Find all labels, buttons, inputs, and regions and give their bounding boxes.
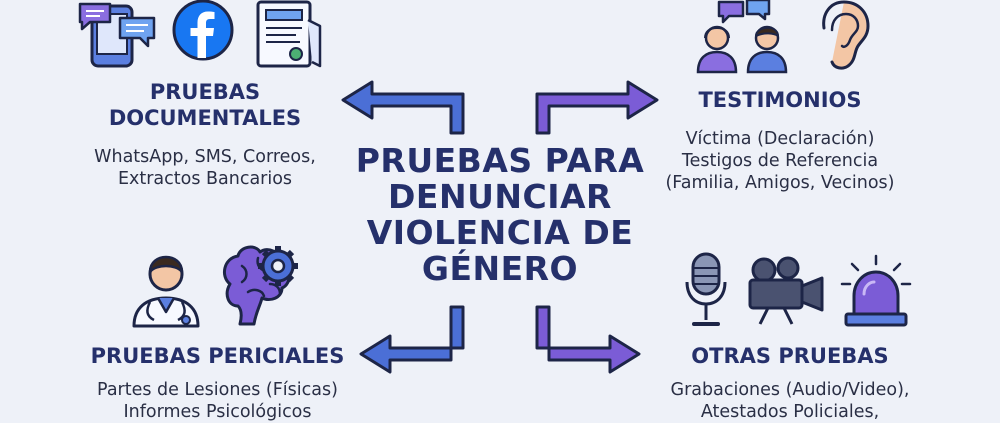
document-icon — [256, 0, 322, 68]
arrow-to-testimonios — [535, 80, 659, 135]
testimonios-body-line: Víctima (Declaración) — [685, 129, 875, 149]
people-icon — [696, 0, 788, 74]
documentales-title-line: PRUEBAS — [149, 80, 261, 104]
center-title: PRUEBAS PARA DENUNCIAR VIOLENCIA DE GÉNE… — [350, 143, 650, 287]
testimonios-title: TESTIMONIOS — [650, 87, 910, 113]
arrow-to-periciales — [359, 305, 465, 374]
center-title-line: DENUNCIAR — [388, 177, 612, 216]
documentales-body: WhatsApp, SMS, Correos, Extractos Bancar… — [75, 146, 335, 190]
otras-body-line: Grabaciones (Audio/Video), — [670, 380, 910, 400]
center-title-line: VIOLENCIA DE — [366, 213, 634, 252]
arrow-to-documentales — [341, 80, 465, 135]
periciales-title-line: PRUEBAS PERICIALES — [90, 344, 345, 368]
otras-title-line: OTRAS PRUEBAS — [691, 344, 889, 368]
testimonios-body-line: Testigos de Referencia — [681, 151, 879, 171]
arrow-to-otras — [535, 305, 641, 374]
documentales-body-line: WhatsApp, SMS, Correos, — [94, 147, 316, 167]
documentales-body-line: Extractos Bancarios — [117, 169, 293, 189]
microphone-icon — [685, 252, 727, 326]
otras-body-line: Atestados Policiales, — [700, 402, 880, 422]
otras-title: OTRAS PRUEBAS — [660, 343, 920, 369]
periciales-body-line: Partes de Lesiones (Físicas) — [97, 380, 338, 400]
brain-gear-icon — [222, 245, 298, 326]
periciales-title: PRUEBAS PERICIALES — [80, 343, 355, 369]
documentales-title: PRUEBAS DOCUMENTALES — [75, 79, 335, 131]
siren-icon — [840, 254, 912, 327]
center-title-line: GÉNERO — [421, 249, 579, 288]
testimonios-title-line: TESTIMONIOS — [698, 88, 862, 112]
periciales-body-line: Informes Psicológicos — [123, 402, 312, 422]
phone-chat-icon — [78, 2, 156, 68]
testimonios-body: Víctima (Declaración) Testigos de Refere… — [650, 128, 910, 194]
center-title-line: PRUEBAS PARA — [355, 141, 645, 180]
testimonios-body-line: (Familia, Amigos, Vecinos) — [665, 173, 895, 193]
documentales-title-line: DOCUMENTALES — [108, 106, 302, 130]
doctor-icon — [132, 255, 200, 328]
periciales-body: Partes de Lesiones (Físicas) Informes Ps… — [80, 379, 355, 423]
facebook-icon — [172, 0, 234, 61]
otras-body: Grabaciones (Audio/Video), Atestados Pol… — [640, 379, 940, 423]
ear-icon — [822, 0, 870, 70]
video-camera-icon — [748, 256, 824, 325]
